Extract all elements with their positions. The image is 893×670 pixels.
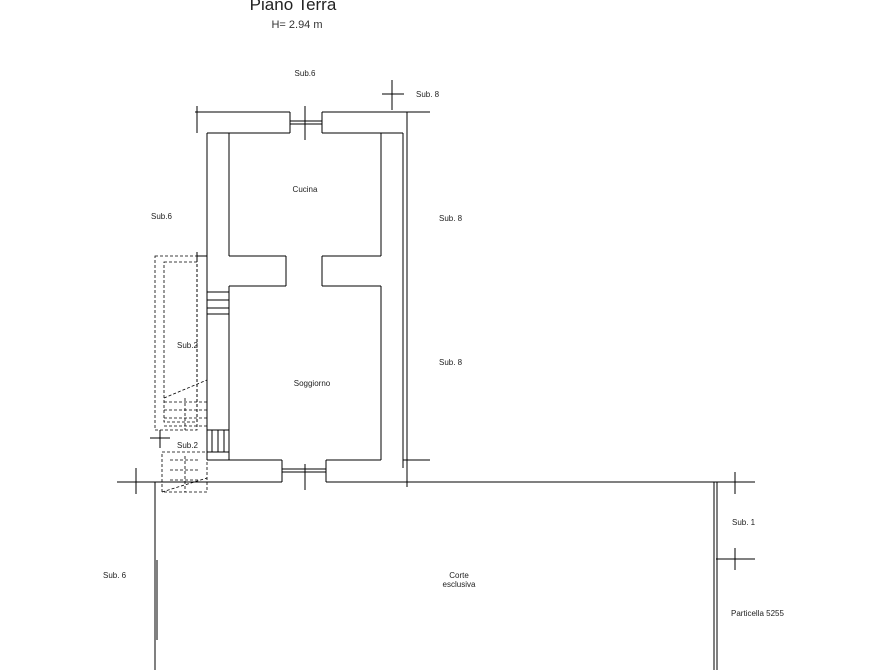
room-label-kitchen: Cucina <box>293 185 318 194</box>
building-walls <box>195 111 755 483</box>
stair-label-upper: Sub.2 <box>177 341 198 350</box>
parcel-label: Particella 5255 <box>731 609 784 618</box>
boundary-ticks <box>117 80 755 570</box>
neighbor-label-top-right: Sub. 8 <box>416 90 440 99</box>
neighbor-label-left-bottom: Sub. 6 <box>103 571 127 580</box>
courtyard-label-line2: esclusiva <box>443 580 476 589</box>
courtyard-boundaries <box>154 482 718 670</box>
neighbor-label-right-far: Sub. 1 <box>732 518 756 527</box>
stair-label-lower: Sub.2 <box>177 441 198 450</box>
height-note: H= 2.94 m <box>271 19 322 31</box>
external-staircase <box>154 255 208 493</box>
neighbor-label-left-upper: Sub.6 <box>151 212 172 221</box>
neighbor-label-top: Sub.6 <box>295 69 316 78</box>
neighbor-label-right-lower: Sub. 8 <box>439 358 463 367</box>
room-label-living: Soggiorno <box>294 379 331 388</box>
plan-title: Piano Terra <box>250 0 337 14</box>
courtyard-label-line1: Corte <box>449 571 469 580</box>
neighbor-label-right-upper: Sub. 8 <box>439 214 463 223</box>
